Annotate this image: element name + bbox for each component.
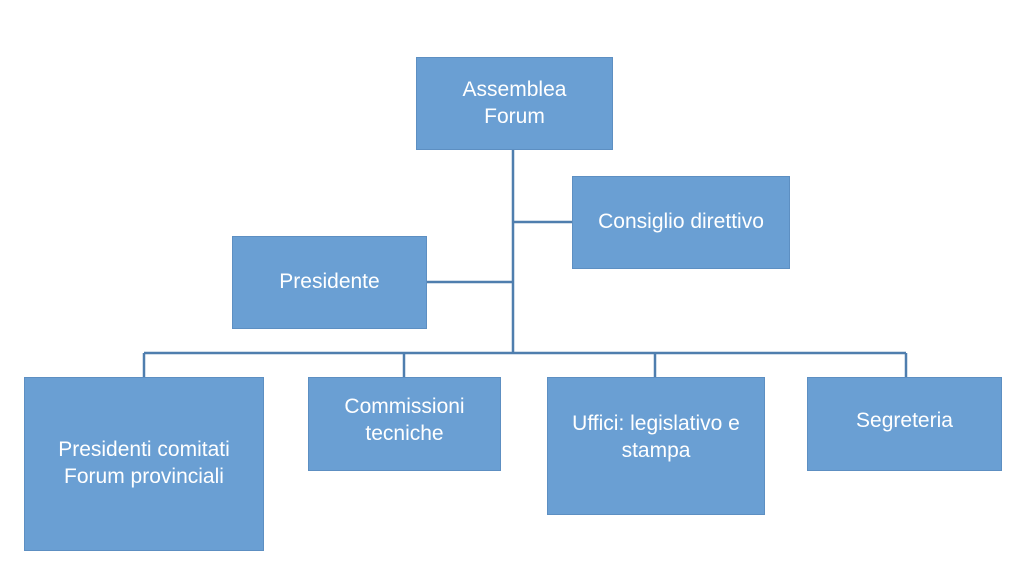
node-presidente: Presidente bbox=[232, 236, 427, 329]
node-presidenti-comitati: Presidenti comitati Forum provinciali bbox=[24, 377, 264, 551]
node-label: Segreteria bbox=[856, 409, 953, 432]
node-consiglio-direttivo: Consiglio direttivo bbox=[572, 176, 790, 269]
node-label: Uffici: legislativo e stampa bbox=[572, 412, 740, 462]
node-segreteria: Segreteria bbox=[807, 377, 1002, 471]
node-label: Presidente bbox=[279, 270, 380, 294]
node-label: Presidenti comitati Forum provinciali bbox=[58, 438, 230, 488]
node-label: Assemblea Forum bbox=[462, 77, 567, 128]
node-label: Consiglio direttivo bbox=[598, 210, 764, 234]
node-uffici: Uffici: legislativo e stampa bbox=[547, 377, 765, 515]
node-assemblea-forum: Assemblea Forum bbox=[416, 57, 613, 150]
node-label: Commissioni tecniche bbox=[344, 395, 465, 445]
node-commissioni-tecniche: Commissioni tecniche bbox=[308, 377, 501, 471]
